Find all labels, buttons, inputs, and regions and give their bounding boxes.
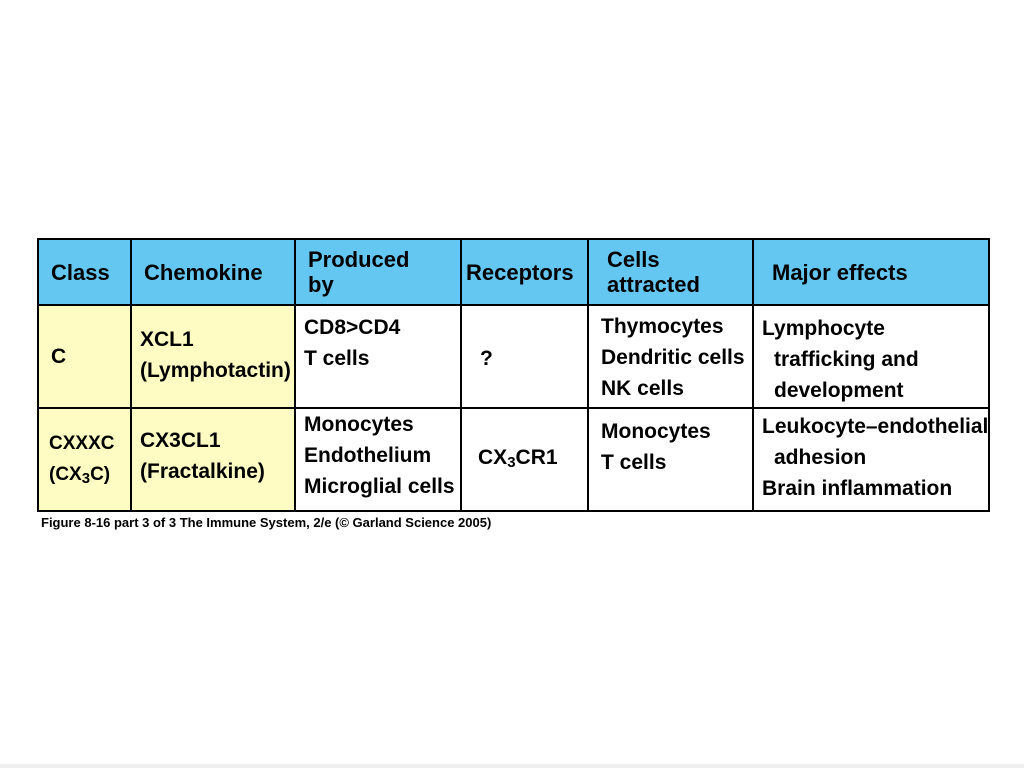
major-effects-line: Brain inflammation xyxy=(762,477,953,500)
major-effects-line: Leukocyte–endothelial xyxy=(762,415,989,438)
produced-by-line: CD8>CD4 xyxy=(304,316,401,339)
header-produced-label-line1: Produced xyxy=(308,247,410,272)
major-effects-line: development xyxy=(774,379,904,402)
header-cells-attracted: Cells attracted xyxy=(587,238,754,306)
produced-by-line: Microglial cells xyxy=(304,475,455,498)
receptor-text: ? xyxy=(480,347,493,370)
class-text: CXXXC xyxy=(49,433,115,454)
cells-attracted-line: NK cells xyxy=(601,377,684,400)
cell-cells-attracted: Thymocytes Dendritic cells NK cells xyxy=(587,304,754,409)
header-class-label: Class xyxy=(51,259,110,285)
cells-attracted-line: Monocytes xyxy=(601,420,711,443)
major-effects-line: Lymphocyte xyxy=(762,317,885,340)
cell-class: CXXXC (CX3C) xyxy=(37,407,132,512)
cell-produced-by: Monocytes Endothelium Microglial cells xyxy=(294,407,462,512)
produced-by-line: Monocytes xyxy=(304,413,414,436)
cell-major-effects: Leukocyte–endothelial adhesion Brain inf… xyxy=(752,407,990,512)
header-cells-label-line1: Cells xyxy=(607,247,660,272)
page-bottom-divider xyxy=(0,764,1024,768)
chemokine-name: CX3CL1 xyxy=(140,429,221,452)
chemokine-table: Class Chemokine Produced by Receptors Ce… xyxy=(37,238,990,512)
cells-attracted-line: Dendritic cells xyxy=(601,346,745,369)
major-effects-line: adhesion xyxy=(774,446,867,469)
cell-receptors: ? xyxy=(460,304,589,409)
figure-caption: Figure 8-16 part 3 of 3 The Immune Syste… xyxy=(41,515,492,530)
header-major-effects: Major effects xyxy=(752,238,990,306)
class-text: C xyxy=(51,345,67,368)
cells-attracted-line: Thymocytes xyxy=(601,315,724,338)
table-row: C XCL1 (Lymphotactin) CD8>CD4 T cells ? … xyxy=(37,304,990,409)
header-produced-by: Produced by xyxy=(294,238,462,306)
class-text-formula: (CX3C) xyxy=(49,464,111,487)
header-receptors: Receptors xyxy=(460,238,589,306)
table-row: CXXXC (CX3C) CX3CL1 (Fractalkine) Monocy… xyxy=(37,407,990,512)
header-receptors-label: Receptors xyxy=(466,259,574,285)
cell-chemokine: XCL1 (Lymphotactin) xyxy=(130,304,296,409)
cell-class: C xyxy=(37,304,132,409)
chemokine-alias: (Fractalkine) xyxy=(140,460,265,483)
receptor-text: CX3CR1 xyxy=(478,446,558,471)
produced-by-line: T cells xyxy=(304,347,370,370)
header-chemokine: Chemokine xyxy=(130,238,296,306)
produced-by-line: Endothelium xyxy=(304,444,432,467)
header-produced-label-line2: by xyxy=(308,272,334,297)
cell-major-effects: Lymphocyte trafficking and development xyxy=(752,304,990,409)
cell-cells-attracted: Monocytes T cells xyxy=(587,407,754,512)
header-chemokine-label: Chemokine xyxy=(144,259,263,285)
header-effects-label: Major effects xyxy=(772,259,908,285)
cells-attracted-line: T cells xyxy=(601,451,667,474)
chemokine-alias: (Lymphotactin) xyxy=(140,359,291,382)
cell-chemokine: CX3CL1 (Fractalkine) xyxy=(130,407,296,512)
table-header-row: Class Chemokine Produced by Receptors Ce… xyxy=(37,238,990,306)
header-class: Class xyxy=(37,238,132,306)
cell-receptors: CX3CR1 xyxy=(460,407,589,512)
cell-produced-by: CD8>CD4 T cells xyxy=(294,304,462,409)
header-cells-label-line2: attracted xyxy=(607,272,700,297)
major-effects-line: trafficking and xyxy=(774,348,919,371)
chemokine-name: XCL1 xyxy=(140,328,194,351)
